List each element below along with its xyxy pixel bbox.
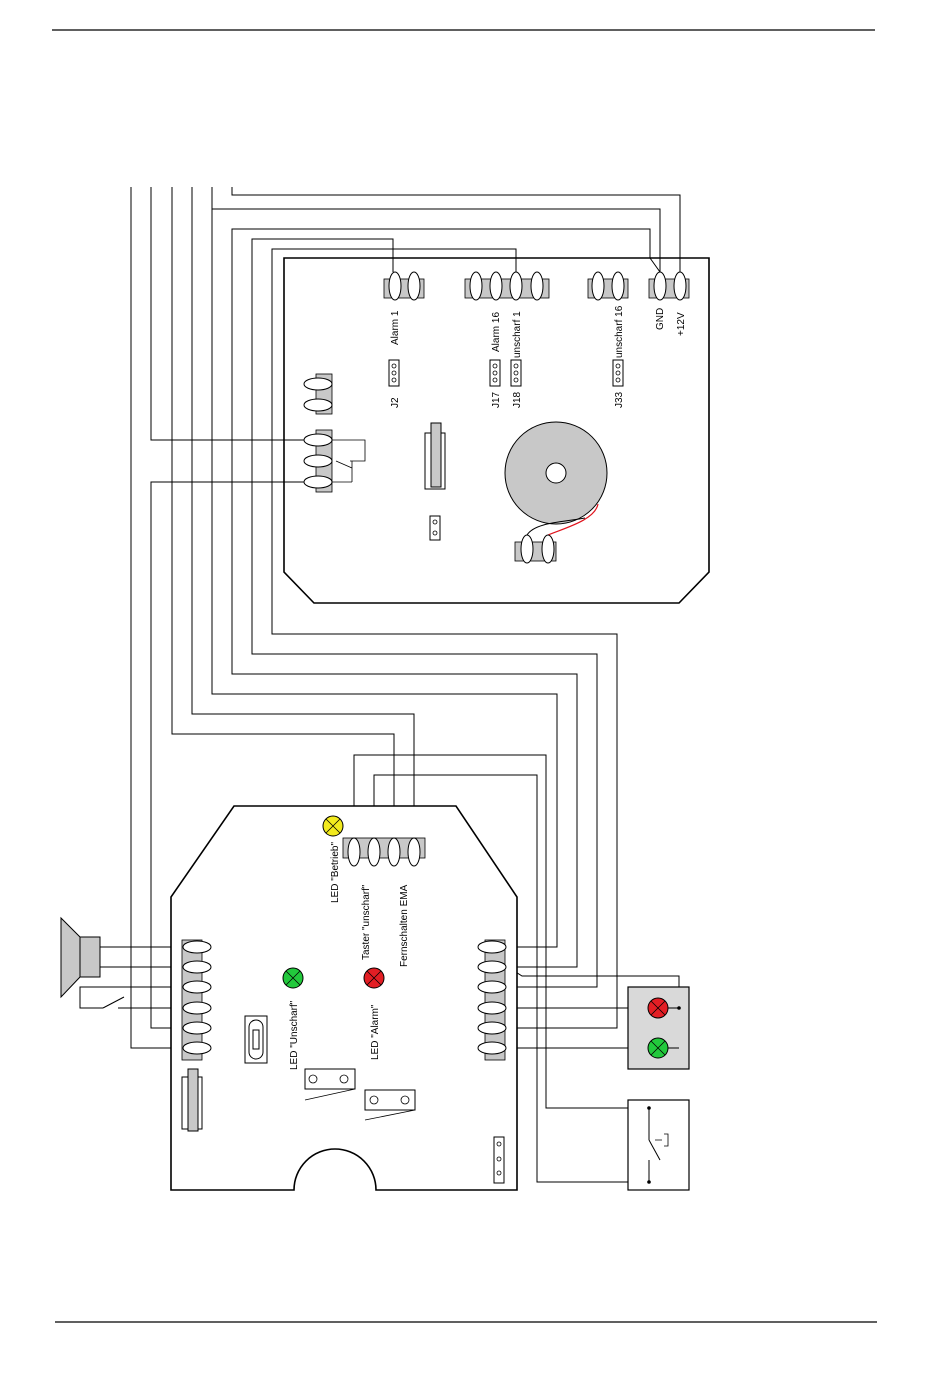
external-led-red-icon — [648, 998, 668, 1018]
label-j17: J17 — [491, 391, 502, 408]
jumper-small — [430, 516, 440, 540]
external-led-box — [628, 987, 689, 1069]
label-led-betrieb: LED "Betrieb" — [330, 842, 341, 903]
jumper-j2 — [389, 360, 399, 386]
jumper-j33 — [613, 360, 623, 386]
jumper-j17 — [490, 360, 500, 386]
label-unscharf1: unscharf 1 — [512, 311, 523, 358]
external-switch-box — [628, 1100, 689, 1190]
led-alarm-icon — [364, 968, 384, 988]
external-led-green-icon — [648, 1038, 668, 1058]
label-alarm1: Alarm 1 — [390, 310, 401, 345]
label-12v: +12V — [676, 312, 687, 336]
ema-board: Alarm 1 Alarm 16 unscharf 1 unscharf 16 … — [284, 258, 709, 603]
jumper-j18 — [511, 360, 521, 386]
fuse-holder — [425, 423, 445, 489]
label-gnd: GND — [655, 308, 666, 330]
label-j33: J33 — [614, 391, 625, 408]
label-j2: J2 — [390, 397, 401, 408]
led-betrieb-icon — [323, 816, 343, 836]
fuse-icon — [245, 1016, 267, 1063]
speaker-icon — [61, 918, 100, 997]
fuse-holder-bottom — [182, 1069, 202, 1131]
label-taster-unscharf: Taster "unscharf" — [361, 884, 372, 960]
control-board: LED "Betrieb" Taster "unscharf" Fernscha… — [171, 806, 517, 1190]
label-fernschalten: Fernschalten EMA — [399, 884, 410, 967]
label-alarm16: Alarm 16 — [491, 312, 502, 352]
label-led-unscharf: LED "Unscharf" — [289, 1000, 300, 1070]
jumper-bottom — [494, 1137, 504, 1183]
label-led-alarm: LED "Alarm" — [370, 1004, 381, 1060]
led-unscharf-icon — [283, 968, 303, 988]
label-unscharf16: unscharf 16 — [614, 305, 625, 358]
label-j18: J18 — [512, 391, 523, 408]
